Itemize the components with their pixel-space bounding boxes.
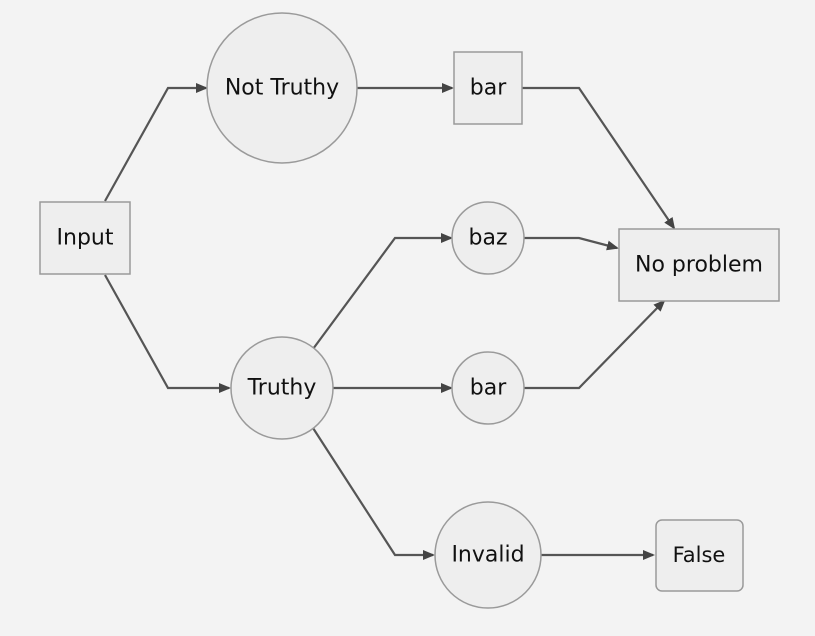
- node-no-problem: No problem: [618, 228, 780, 302]
- node-truthy-label: Truthy: [247, 376, 317, 401]
- node-invalid: Invalid: [434, 501, 542, 609]
- node-bar-mid-label: bar: [470, 376, 507, 401]
- node-truthy: Truthy: [230, 336, 334, 440]
- node-no-problem-label: No problem: [635, 253, 763, 278]
- node-bar-top: bar: [453, 51, 523, 125]
- node-input: Input: [39, 201, 131, 275]
- edge-baz-to-no-problem: [524, 236, 619, 251]
- edge-input-to-truthy: [104, 274, 231, 393]
- edge-truthy-to-invalid: [312, 427, 435, 560]
- node-false: False: [655, 519, 744, 592]
- node-input-label: Input: [57, 226, 114, 251]
- edge-bar-to-no-problem: [522, 86, 676, 230]
- node-invalid-label: Invalid: [451, 543, 524, 568]
- edge-input-to-not-truthy: [104, 83, 208, 202]
- node-not-truthy-label: Not Truthy: [225, 76, 339, 101]
- edge-truthy-to-baz: [312, 233, 453, 350]
- edge-bar-to-no-problem-lower: [524, 299, 666, 390]
- node-bar-mid: bar: [451, 351, 525, 425]
- node-baz-label: baz: [469, 226, 508, 251]
- node-false-label: False: [673, 543, 726, 567]
- node-baz: baz: [451, 201, 525, 275]
- node-bar-top-label: bar: [470, 76, 507, 101]
- node-not-truthy: Not Truthy: [206, 12, 358, 164]
